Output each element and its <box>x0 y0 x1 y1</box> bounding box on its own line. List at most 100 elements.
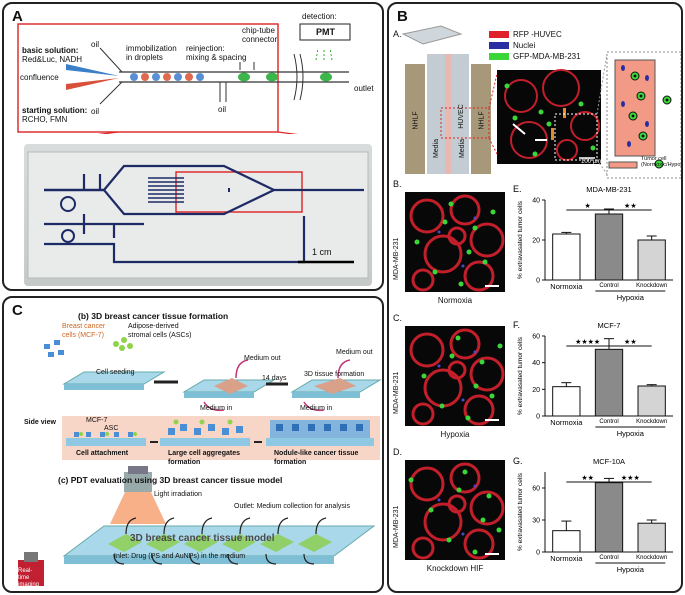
section-c-title: (c) PDT evaluation using 3D breast cance… <box>58 475 283 485</box>
micrograph-caption: Knockdown HIF <box>426 564 484 573</box>
sig-stars: ★★★ <box>621 474 640 482</box>
legend-swatch <box>489 53 509 61</box>
chart-ylabel: % extravasated tumor cells <box>517 200 524 279</box>
panel-b-sub: A. <box>393 29 402 39</box>
bar <box>552 233 581 281</box>
reinjection-label: reinjection: mixing & spacing <box>186 44 247 62</box>
x-tick-label: Knockdown <box>636 419 667 425</box>
medium-out-label-1: Medium out <box>244 355 281 362</box>
basic-solution-sub: Red&Luc, NADH <box>22 55 83 64</box>
oil-label-mid: oil <box>218 105 227 114</box>
group-label: Hypoxia <box>617 565 645 574</box>
medium-out-label-2: Medium out <box>336 349 373 356</box>
pmt-label: PMT <box>316 27 335 37</box>
x-tick-label: Control <box>599 419 618 425</box>
tissue-formation-label: 3D tissue formation <box>304 371 365 378</box>
side-view-label: Side view <box>24 419 56 426</box>
tumor-cell-label: Tumor cell (Normoxic/Hypoxic) <box>641 156 683 168</box>
x-tick-label: Knockdown <box>636 283 667 289</box>
micrograph-image <box>405 192 505 292</box>
y-tick-label: 40 <box>532 360 540 367</box>
panel-b-tag: B <box>397 8 408 25</box>
legend-item: GFP-MDA-MB-231 <box>489 52 581 61</box>
sig-stars: ★★★★ <box>575 338 600 346</box>
legend-item: RFP -HUVEC <box>489 30 562 39</box>
chart-letter: F. <box>513 320 520 330</box>
nodule-label: Nodule-like cancer tissue formation <box>274 450 359 466</box>
panel-a: A detection: PMT basic solution: <box>2 2 384 291</box>
starting-solution-sub: RCHO, FMN <box>22 115 68 124</box>
attach-label: Cell attachment <box>76 450 129 457</box>
detection-label: detection: <box>302 12 337 21</box>
y-tick-label: 60 <box>532 334 540 341</box>
bar <box>552 386 581 417</box>
x-tick-label: Control <box>599 283 618 289</box>
scale-100um: 100 μm <box>581 159 602 165</box>
section-b-title: (b) 3D breast cancer tissue formation <box>78 311 229 321</box>
legend-swatch <box>489 42 509 50</box>
outlet-label: outlet <box>354 84 374 93</box>
outlet-analysis-label: Outlet: Medium collection for analysis <box>234 503 350 510</box>
mcf7-cells-label: Breast cancer cells (MCF-7) <box>62 323 106 339</box>
group-label: Hypoxia <box>617 429 645 438</box>
x-tick-label: Control <box>599 555 618 561</box>
y-tick-label: 30 <box>532 518 540 525</box>
sig-stars: ★ <box>585 202 591 210</box>
x-tick-label: Knockdown <box>636 555 667 561</box>
y-tick-label: 20 <box>532 238 540 245</box>
light-label: Light irradiation <box>154 491 202 498</box>
chart-letter: E. <box>513 184 522 194</box>
x-tick-label: Normoxia <box>550 418 583 427</box>
micrograph-caption: Normoxia <box>437 296 473 305</box>
chart-ylabel: % extravasated tumor cells <box>517 336 524 415</box>
chart-ylabel: % extravasated tumor cells <box>517 472 524 551</box>
y-tick-label: 0 <box>536 278 540 285</box>
medium-in-label-1: Medium in <box>200 405 233 412</box>
droplet-chip-schematic <box>17 23 351 134</box>
oil-label-bottom: oil <box>91 107 100 116</box>
chart-title: MDA-MB-231 <box>586 185 631 194</box>
y-tick-label: 0 <box>536 414 540 421</box>
micrograph-image <box>405 460 505 560</box>
medium-in-label-2: Medium in <box>300 405 333 412</box>
channel-label-4: NHLF <box>478 111 486 130</box>
bar-chart: G.MCF-10A% extravasated tumor cells03060… <box>513 456 673 574</box>
mcf7-label: MCF-7 <box>86 417 108 424</box>
bar-chart: E. MDA-MB-231 % extravasated tumor cells 0 2… <box>513 184 673 302</box>
x-tick-label: Normoxia <box>550 282 583 291</box>
vessel-schematic <box>401 25 681 179</box>
oil-label-top: oil <box>91 40 100 49</box>
micrograph-letter: D. <box>393 447 402 457</box>
cell-seeding-label: Cell seeding <box>96 369 135 376</box>
inlet-label: Inlet: Drug (PS and AuNPs) in the medium <box>114 553 246 560</box>
panel-c-tag: C <box>12 302 23 319</box>
panel-c: C (b) 3D breast cancer tissue formation … <box>2 296 384 593</box>
tissue-formation-diagram <box>18 337 382 586</box>
days-label: 14 days <box>262 375 287 382</box>
channel-label-2: HUVEC <box>457 104 465 129</box>
confluence-label: confluence <box>20 73 59 82</box>
sig-stars: ★★ <box>624 202 637 210</box>
droplets <box>130 72 332 82</box>
micrograph-letter: B. <box>393 179 402 189</box>
ascs-label: Adipose-derived stromal cells (ASCs) <box>128 323 192 339</box>
bar <box>637 239 666 281</box>
bar <box>552 530 581 553</box>
group-label: Hypoxia <box>617 293 645 302</box>
chart-title: MCF-10A <box>593 457 625 466</box>
starting-solution-label: starting solution: <box>22 106 88 115</box>
micrograph-image <box>405 326 505 426</box>
channel-label-0: NHLF <box>412 111 420 130</box>
micrograph-side-label: MDA-MB-231 <box>393 371 400 414</box>
legend-swatch <box>489 31 509 39</box>
immobilization-label: immobilization in droplets <box>126 44 177 62</box>
chip-photo: 1 cm <box>24 144 372 286</box>
connector-label: chip-tube connector <box>242 26 278 44</box>
y-tick-label: 20 <box>532 387 540 394</box>
channel-label-1: Media <box>433 138 441 159</box>
realtime-label: Real- time imaging <box>18 568 40 588</box>
y-tick-label: 0 <box>536 550 540 557</box>
y-tick-label: 60 <box>532 486 540 493</box>
asc-label: ASC <box>104 425 119 432</box>
sig-stars: ★★ <box>624 338 637 346</box>
